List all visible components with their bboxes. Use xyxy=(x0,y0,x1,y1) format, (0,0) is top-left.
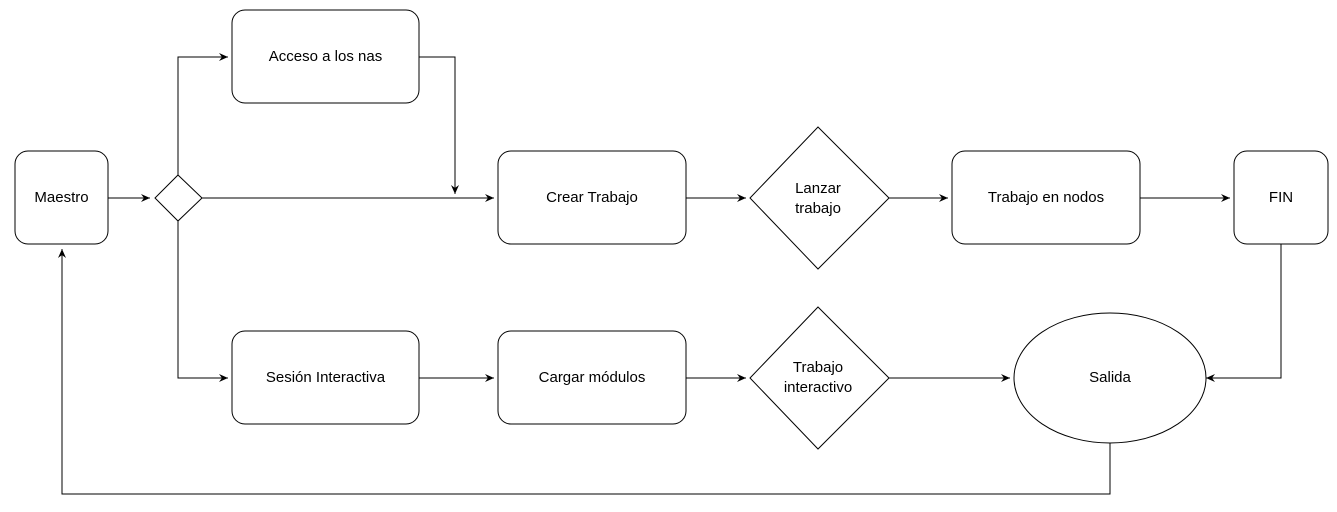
node-acceso[interactable]: Acceso a los nas xyxy=(231,9,420,104)
edge-decision-sesion xyxy=(177,221,228,382)
node-interactivo-label-line1: Trabajo xyxy=(793,359,843,376)
node-maestro[interactable]: Maestro xyxy=(14,150,109,245)
node-cargar-label: Cargar módulos xyxy=(539,369,646,386)
node-salida-label: Salida xyxy=(1089,369,1131,386)
node-interactivo-label-line2: interactivo xyxy=(784,379,852,396)
node-fin-label: FIN xyxy=(1269,189,1293,206)
node-cargar[interactable]: Cargar módulos xyxy=(497,330,687,425)
node-crear-label: Crear Trabajo xyxy=(546,189,638,206)
node-fin[interactable]: FIN xyxy=(1233,150,1329,245)
node-interactivo[interactable]: Trabajo interactivo xyxy=(749,306,890,450)
node-crear[interactable]: Crear Trabajo xyxy=(497,150,687,245)
edge-acceso-crear xyxy=(419,56,459,194)
node-sesion-label: Sesión Interactiva xyxy=(266,369,386,386)
node-maestro-label: Maestro xyxy=(34,189,88,206)
edge-fin-salida xyxy=(1206,244,1282,382)
node-acceso-label: Acceso a los nas xyxy=(269,48,382,65)
node-nodos[interactable]: Trabajo en nodos xyxy=(951,150,1141,245)
node-lanzar[interactable]: Lanzar trabajo xyxy=(749,126,890,270)
edge-decision-acceso xyxy=(177,53,228,175)
node-lanzar-label-line1: Lanzar xyxy=(795,180,841,197)
edge-salida-maestro xyxy=(58,249,1111,495)
node-nodos-label: Trabajo en nodos xyxy=(988,189,1104,206)
node-lanzar-label-line2: trabajo xyxy=(795,200,841,217)
decision-diamond[interactable] xyxy=(154,174,203,222)
edges xyxy=(58,53,1282,495)
node-salida[interactable]: Salida xyxy=(1013,312,1207,444)
node-sesion[interactable]: Sesión Interactiva xyxy=(231,330,420,425)
